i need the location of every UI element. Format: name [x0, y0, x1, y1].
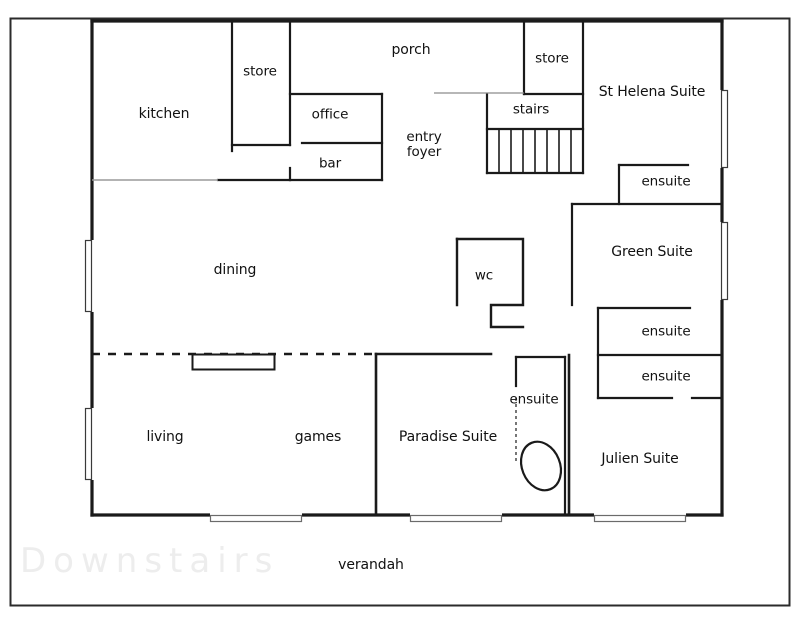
window-right-upper: [717, 89, 729, 169]
window-left-upper: [84, 239, 97, 313]
room-label-st-helena-suite: St Helena Suite: [598, 84, 706, 101]
room-label-stairs: stairs: [512, 101, 550, 118]
room-label-games: games: [294, 429, 342, 446]
walls-green-suite: [570, 202, 724, 400]
room-label-green-suite: Green Suite: [611, 244, 693, 261]
stair-treads: [498, 130, 572, 172]
window-right-lower: [717, 221, 729, 301]
room-label-office: office: [311, 106, 349, 123]
room-label-ensuite-st-helena: ensuite: [641, 173, 691, 190]
room-label-kitchen: kitchen: [138, 106, 190, 123]
room-label-entry-foyer: entry foyer: [406, 128, 442, 160]
room-label-ensuite-paradise: ensuite: [509, 391, 559, 408]
walls-stairs-block: [485, 19, 585, 175]
door-verandah-living: [209, 511, 303, 523]
room-label-verandah: verandah: [338, 557, 404, 574]
door-verandah-paradise: [409, 511, 503, 523]
room-label-store-kitchen: store: [243, 63, 277, 80]
room-label-porch: porch: [391, 42, 431, 59]
page-frame: [9, 17, 791, 607]
room-label-julien-suite: Julien Suite: [601, 451, 679, 468]
room-label-ensuite-julien: ensuite: [641, 368, 691, 385]
bathtub-fixture: [519, 440, 563, 492]
window-dining-living: [191, 353, 276, 371]
door-verandah-julien: [593, 511, 687, 523]
walls-games-paradise: [374, 352, 493, 517]
room-label-store-stairs: store: [535, 50, 569, 67]
walls-wc: [455, 237, 525, 329]
room-label-ensuite-green: ensuite: [641, 323, 691, 340]
walls-st-helena: [570, 163, 724, 206]
room-label-wc: wc: [474, 267, 494, 284]
room-label-bar: bar: [318, 155, 342, 172]
walls-kitchen-block: [216, 19, 384, 182]
window-left-lower: [84, 407, 97, 481]
walls-paradise-ensuite: [514, 355, 567, 517]
room-label-paradise-suite: Paradise Suite: [398, 429, 498, 446]
room-label-living: living: [146, 429, 184, 446]
room-label-dining: dining: [213, 262, 257, 279]
plan-watermark-downstairs: Downstairs: [20, 541, 280, 581]
